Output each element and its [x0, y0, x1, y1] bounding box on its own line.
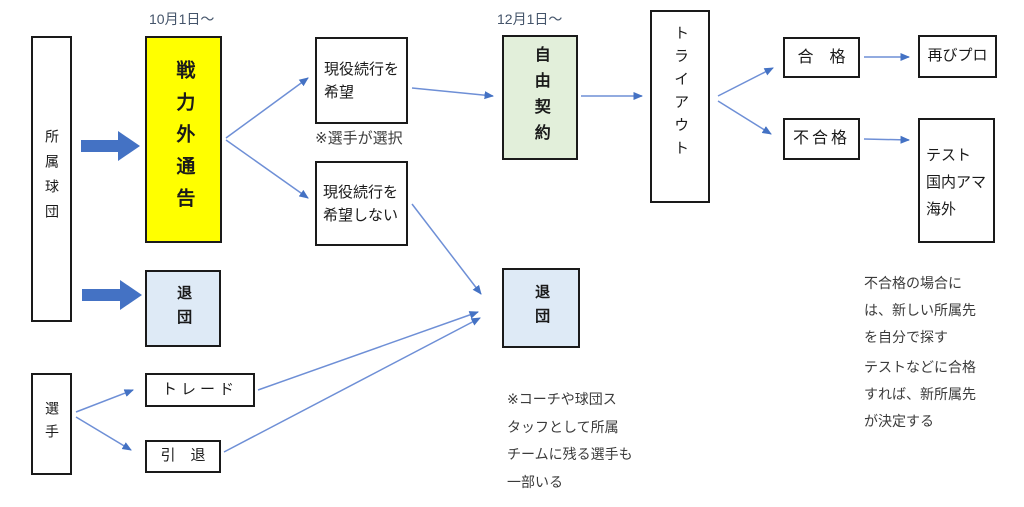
box-retire: 引 退	[145, 440, 221, 473]
box-team-label: 所属球団	[43, 129, 60, 229]
note-pass-case: テストなどに合格 すれば、新所属先 が決定する	[864, 359, 976, 429]
box-notice: 戦力外通告	[145, 36, 222, 243]
box-free-agent: 自由契約	[502, 35, 578, 160]
box-after-fail-label: テスト 国内アマ 海外	[926, 147, 987, 218]
box-pass: 合 格	[783, 37, 860, 78]
note-fail-case: 不合格の場合に は、新しい所属先 を自分で探す	[864, 275, 976, 345]
box-player: 選手	[31, 373, 72, 475]
box-after-fail: テスト 国内アマ 海外	[918, 118, 995, 243]
box-pass-label: 合 格	[797, 48, 846, 66]
box-wish-continue-label: 現役続行を 希望	[324, 60, 400, 101]
arrow-player-to-trade	[75, 389, 134, 413]
arrow-trade-to-leave	[257, 311, 479, 391]
notice-date-label: 10月1日～	[149, 11, 215, 27]
thick-arrow-team-to-leave	[82, 280, 142, 310]
arrow-tryout-to-pass	[717, 67, 774, 97]
arrow-tryout-to-fail	[717, 100, 772, 135]
arrow-notice-to-wish-continue	[225, 77, 309, 139]
box-trade-label: トレード	[161, 380, 238, 398]
box-wish-not-continue: 現役続行を 希望しない	[315, 161, 408, 246]
arrow-player-to-retire	[75, 416, 132, 451]
box-fail: 不合格	[783, 118, 860, 160]
arrow-wish-to-free-agent	[411, 87, 494, 100]
box-fail-label: 不合格	[792, 130, 850, 148]
box-leave-team-2: 退団	[502, 268, 580, 348]
arrow-wish-not-to-leave	[411, 203, 482, 295]
box-pro-again: 再びプロ	[918, 35, 997, 78]
free-agent-date-label: 12月1日～	[497, 11, 563, 27]
box-wish-continue: 現役続行を 希望	[315, 37, 408, 124]
note-staff-remain: ※コーチや球団ス タッフとして所属 チームに残る選手も 一部いる	[507, 391, 633, 490]
box-player-label: 選手	[43, 401, 60, 447]
box-team: 所属球団	[31, 36, 72, 322]
thick-arrow-team-to-notice	[81, 131, 140, 161]
box-retire-label: 引 退	[160, 447, 206, 465]
arrow-fail-to-after-fail	[863, 135, 910, 144]
box-leave-team-1-label: 退団	[175, 284, 193, 333]
box-tryout-label: トライアウト	[672, 24, 690, 163]
box-pro-again-label: 再びプロ	[927, 47, 988, 65]
note-player-choice: ※選手が選択	[315, 130, 403, 147]
box-tryout: トライアウト	[650, 10, 710, 203]
arrow-retire-to-leave	[223, 317, 481, 453]
box-leave-team-1: 退団	[145, 270, 221, 347]
box-leave-team-2-label: 退団	[533, 284, 551, 332]
box-wish-not-continue-label: 現役続行を 希望しない	[323, 183, 399, 224]
box-free-agent-label: 自由契約	[531, 45, 549, 150]
arrow-notice-to-wish-not	[225, 139, 309, 199]
box-notice-label: 戦力外通告	[173, 59, 195, 220]
box-trade: トレード	[145, 373, 255, 407]
